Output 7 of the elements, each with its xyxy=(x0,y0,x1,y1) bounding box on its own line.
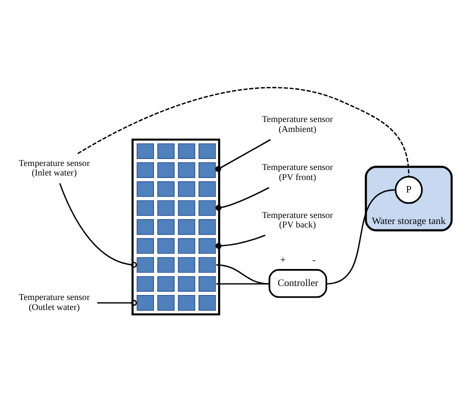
node-text: Temperature sensor (Outlet water) xyxy=(18,292,90,312)
node-label: - xyxy=(312,254,316,266)
node-text: Temperature sensor (Inlet water) xyxy=(18,157,90,178)
node-text: Temperature sensor (PV back) xyxy=(262,209,333,230)
node-text: Temperature sensor (PV front) xyxy=(262,161,333,182)
node-label: + xyxy=(280,254,286,266)
node-text: Temperature sensor (Ambient) xyxy=(262,114,333,134)
